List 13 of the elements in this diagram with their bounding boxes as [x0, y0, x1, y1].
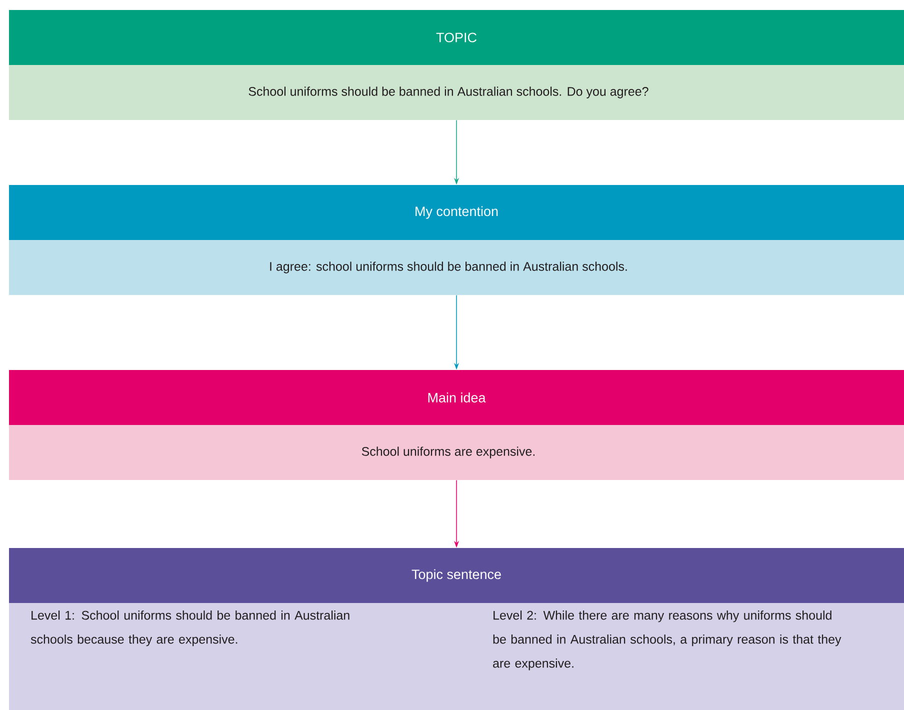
box-heading: My contention	[416, 206, 498, 219]
flow-box	[9, 185, 904, 295]
box-text: School uniforms are expensive.	[362, 446, 535, 458]
box-text: I agree: school uniforms should be banned in Australian schools.	[270, 262, 627, 274]
flow-box	[9, 10, 904, 120]
flow-box	[9, 370, 904, 480]
box-text: Level 1: School uniforms should be banned in Australian schools because they are expensive.	[30, 610, 350, 646]
box-text: Level 2: While there are many reasons why uniforms should be banned in Australian schools, a primary reason is that they are expensive.	[493, 610, 842, 670]
box-text: School uniforms should be banned in Australian schools. Do you agree?	[248, 86, 648, 98]
flow-box	[9, 548, 904, 710]
box-heading: Topic sentence	[412, 569, 501, 582]
box-heading: TOPIC	[436, 32, 476, 42]
box-heading: Main idea	[428, 392, 486, 402]
